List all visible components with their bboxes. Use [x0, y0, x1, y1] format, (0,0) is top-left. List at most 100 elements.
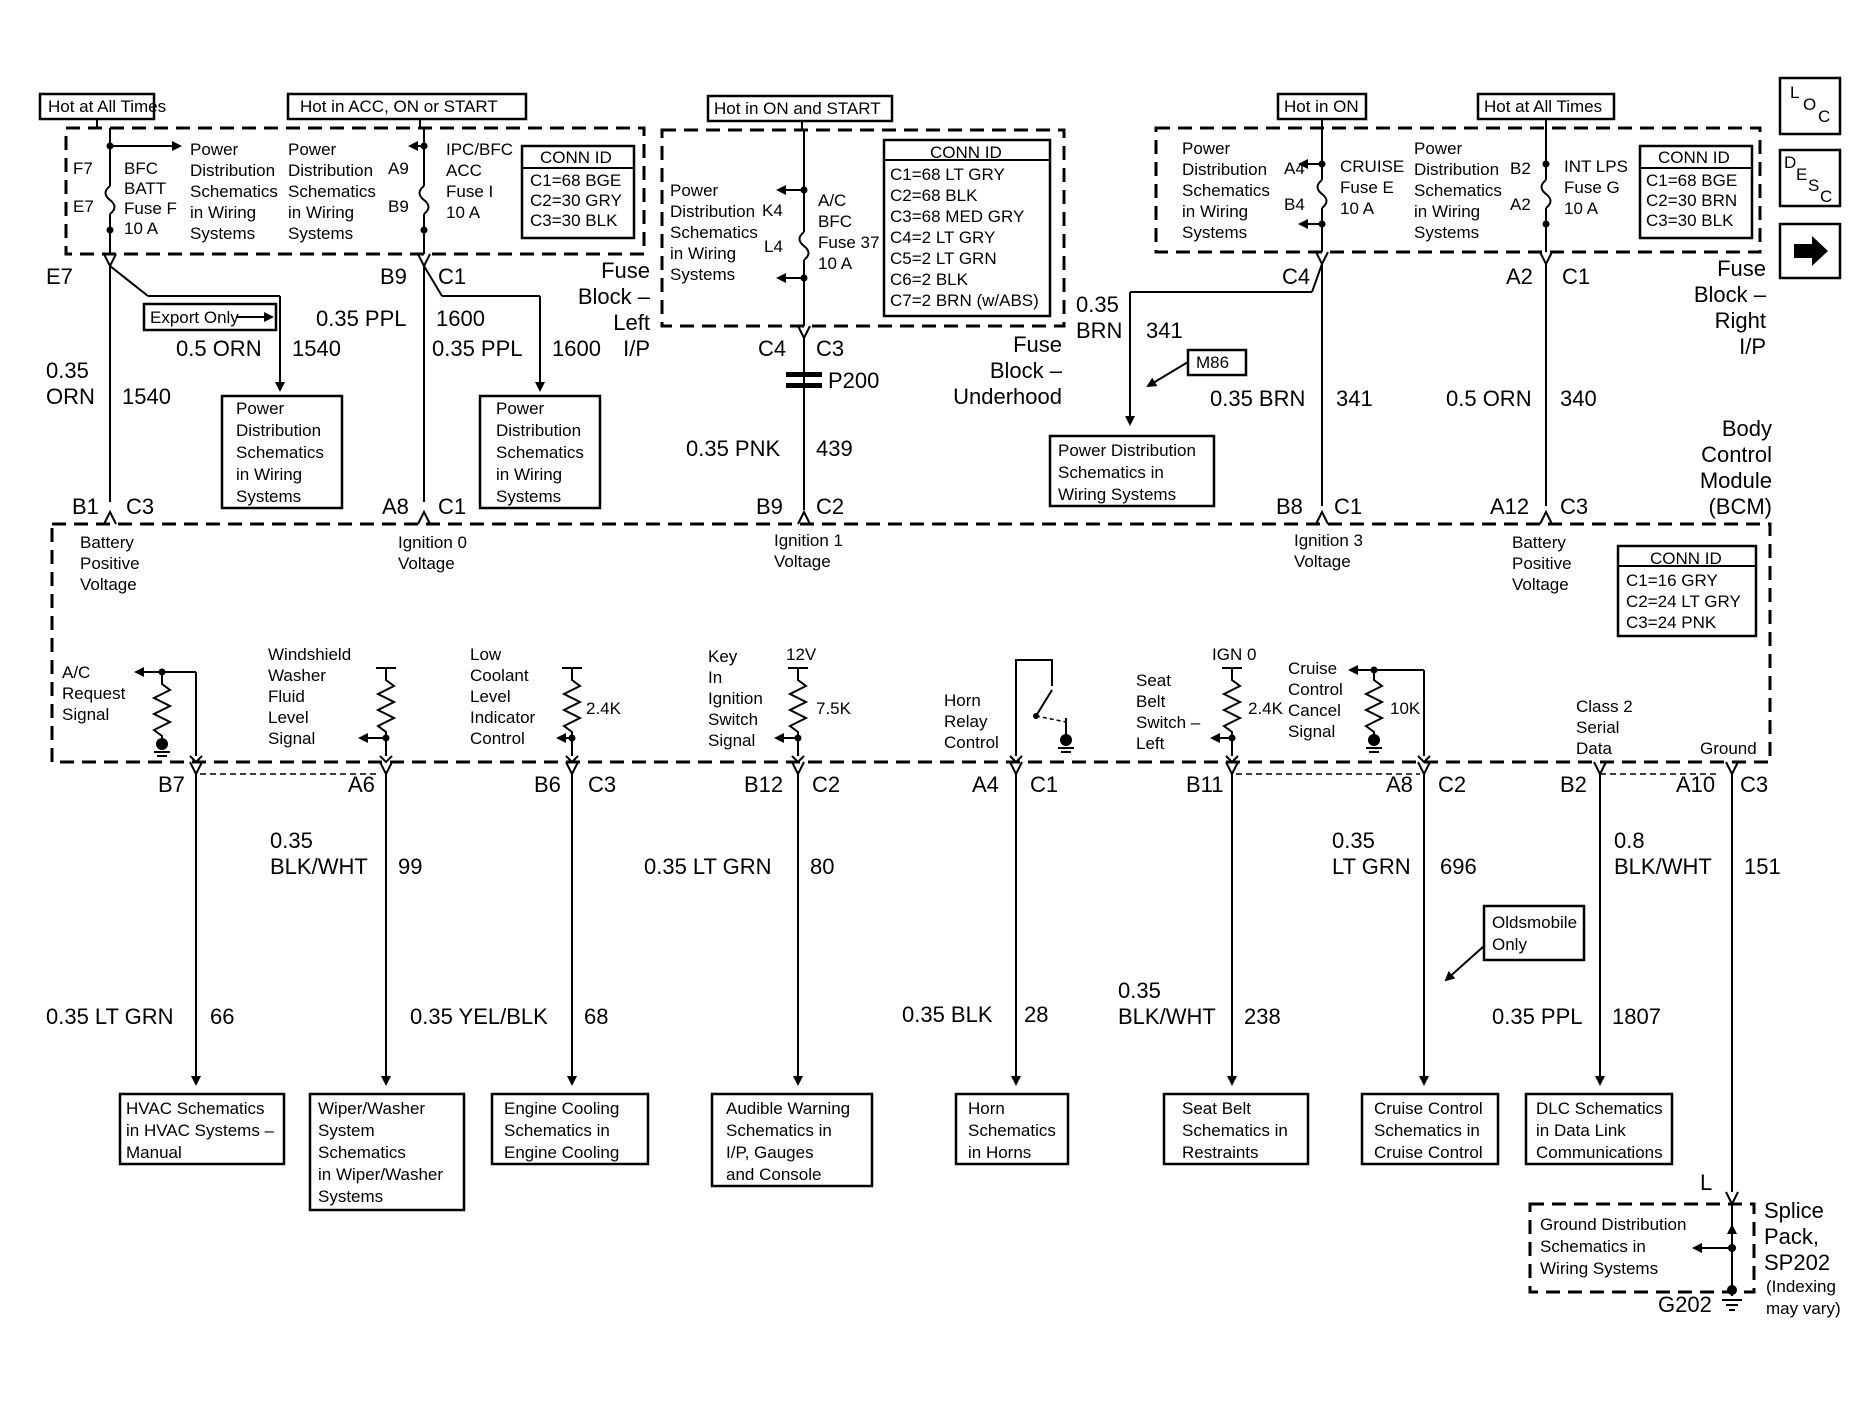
cruise-fuse-label: CRUISE Fuse E 10 A: [1340, 157, 1404, 218]
svg-text:0.35 LT GRN: 0.35 LT GRN: [644, 854, 772, 879]
svg-text:Schematics in: Schematics in: [504, 1121, 610, 1140]
svg-text:D: D: [1784, 153, 1796, 172]
engine-cooling-schematics-ref: Engine Cooling Schematics in Engine Cool…: [490, 1092, 650, 1166]
svg-text:28: 28: [1024, 1002, 1048, 1027]
svg-text:ORN: ORN: [46, 384, 95, 409]
svg-text:0.35 LT GRN: 0.35 LT GRN: [46, 1004, 174, 1029]
svg-text:Key: Key: [708, 647, 738, 666]
svg-text:Pack,: Pack,: [1764, 1224, 1819, 1249]
svg-text:Voltage: Voltage: [1512, 575, 1569, 594]
svg-text:Indicator: Indicator: [470, 708, 536, 727]
svg-text:0.35: 0.35: [1076, 292, 1119, 317]
ac-request-circuit: A/C Request Signal: [62, 663, 203, 764]
svg-text:Fuse G: Fuse G: [1564, 178, 1620, 197]
svg-text:0.5 ORN: 0.5 ORN: [1446, 386, 1532, 411]
svg-text:Block –: Block –: [990, 358, 1063, 383]
svg-text:Voltage: Voltage: [80, 575, 137, 594]
svg-text:0.35: 0.35: [1332, 828, 1375, 853]
svg-text:Cancel: Cancel: [1288, 701, 1341, 720]
oldsmobile-label: Oldsmobile: [1492, 913, 1577, 932]
svg-text:Distribution: Distribution: [670, 202, 755, 221]
svg-text:Data: Data: [1576, 739, 1612, 758]
svg-text:C1: C1: [1030, 772, 1058, 797]
svg-text:C3: C3: [588, 772, 616, 797]
svg-text:Left: Left: [1136, 734, 1165, 753]
svg-text:and Console: and Console: [726, 1165, 821, 1184]
svg-text:may vary): may vary): [1766, 1299, 1841, 1318]
svg-text:in Wiring: in Wiring: [496, 465, 562, 484]
svg-text:80: 80: [810, 854, 834, 879]
svg-text:Belt: Belt: [1136, 692, 1166, 711]
svg-text:C1: C1: [1334, 494, 1362, 519]
svg-text:Coolant: Coolant: [470, 666, 529, 685]
svg-text:E7: E7: [73, 197, 94, 216]
bcm-bottom-connectors: B7 A6 B6 C3 B12 C2 A4 C1 B11 A8 C2 B2 A1…: [158, 772, 1768, 797]
svg-text:Low: Low: [470, 645, 502, 664]
svg-text:Systems: Systems: [236, 487, 301, 506]
svg-text:Wiring Systems: Wiring Systems: [1058, 485, 1176, 504]
svg-text:C3=24 PNK: C3=24 PNK: [1626, 613, 1717, 632]
svg-text:Fuse 37: Fuse 37: [818, 233, 879, 252]
svg-text:Schematics: Schematics: [670, 223, 758, 242]
svg-text:0.35 BRN: 0.35 BRN: [1210, 386, 1305, 411]
fuse-block-underhood: Hot in ON and START Power Distribution S…: [660, 94, 1066, 510]
svg-text:Engine Cooling: Engine Cooling: [504, 1099, 619, 1118]
svg-text:IGN 0: IGN 0: [1212, 645, 1256, 664]
svg-text:L: L: [1790, 83, 1799, 102]
next-button[interactable]: [1778, 222, 1842, 280]
svg-text:Control: Control: [944, 733, 999, 752]
svg-text:Engine Cooling: Engine Cooling: [504, 1143, 619, 1162]
p200-connector: P200: [786, 368, 879, 393]
seat-belt-circuit: Seat Belt Switch – Left IGN 0 2.4K: [1136, 645, 1284, 764]
svg-text:Switch: Switch: [708, 710, 758, 729]
svg-text:Body: Body: [1722, 416, 1772, 441]
svg-text:Voltage: Voltage: [1294, 552, 1351, 571]
svg-text:Windshield: Windshield: [268, 645, 351, 664]
svg-text:0.35: 0.35: [270, 828, 313, 853]
svg-text:439: 439: [816, 436, 853, 461]
svg-text:0.5 ORN: 0.5 ORN: [176, 336, 262, 361]
svg-text:C3: C3: [816, 336, 844, 361]
svg-text:Systems: Systems: [670, 265, 735, 284]
svg-text:Schematics: Schematics: [1182, 181, 1270, 200]
loc-button[interactable]: L O C: [1778, 76, 1842, 136]
svg-text:Ignition 1: Ignition 1: [774, 531, 843, 550]
svg-text:C1: C1: [438, 264, 466, 289]
svg-text:0.35 BLK: 0.35 BLK: [902, 1002, 993, 1027]
svg-text:BLK/WHT: BLK/WHT: [1118, 1004, 1216, 1029]
svg-text:Schematics in: Schematics in: [726, 1121, 832, 1140]
power-distribution-box: Power Distribution Schematics in Wiring …: [220, 394, 344, 510]
svg-text:Power: Power: [1182, 139, 1231, 158]
bottom-wires: 0.35 LT GRN 66 0.35 BLK/WHT 99 0.35 YEL/…: [46, 761, 1781, 1192]
m86-label: M86: [1196, 353, 1229, 372]
svg-text:238: 238: [1244, 1004, 1281, 1029]
conn-id-table: CONN ID C1=16 GRY C2=24 LT GRY C3=24 PNK: [1616, 544, 1758, 638]
svg-text:Systems: Systems: [496, 487, 561, 506]
fuse-block-left: Hot at All Times Hot in ACC, ON or START…: [38, 92, 651, 361]
svg-text:CONN ID: CONN ID: [1650, 549, 1722, 568]
svg-text:2.4K: 2.4K: [1248, 699, 1284, 718]
destination-boxes: HVAC Schematics in HVAC Systems – Manual…: [118, 1092, 1674, 1212]
svg-text:Cruise Control: Cruise Control: [1374, 1143, 1483, 1162]
export-only-label: Export Only: [150, 308, 239, 327]
cruise-control-schematics-ref: Cruise Control Schematics in Cruise Cont…: [1360, 1092, 1500, 1166]
svg-text:C6=2 BLK: C6=2 BLK: [890, 270, 969, 289]
int-lps-fuse-label: INT LPS Fuse G 10 A: [1564, 157, 1628, 218]
svg-text:LT GRN: LT GRN: [1332, 854, 1411, 879]
svg-text:B4: B4: [1284, 195, 1305, 214]
svg-text:L: L: [1700, 1170, 1712, 1195]
svg-text:Positive: Positive: [80, 554, 140, 573]
svg-text:L4: L4: [764, 237, 783, 256]
desc-button[interactable]: D E S C: [1778, 148, 1842, 208]
svg-text:B9: B9: [756, 494, 783, 519]
svg-text:340: 340: [1560, 386, 1597, 411]
wires-right: 0.35 BRN 341 M86 0.35 BRN 341 Power Dist…: [1048, 251, 1772, 519]
svg-text:Systems: Systems: [288, 224, 353, 243]
fuse-block-right: Hot in ON Hot at All Times Power Distrib…: [1154, 92, 1767, 359]
svg-text:DLC Schematics: DLC Schematics: [1536, 1099, 1663, 1118]
svg-text:SP202: SP202: [1764, 1250, 1830, 1275]
power-distribution-box: Power Distribution Schematics in Wiring …: [478, 394, 602, 510]
svg-text:Schematics: Schematics: [288, 182, 376, 201]
svg-text:Seat: Seat: [1136, 671, 1171, 690]
svg-text:B2: B2: [1510, 159, 1531, 178]
